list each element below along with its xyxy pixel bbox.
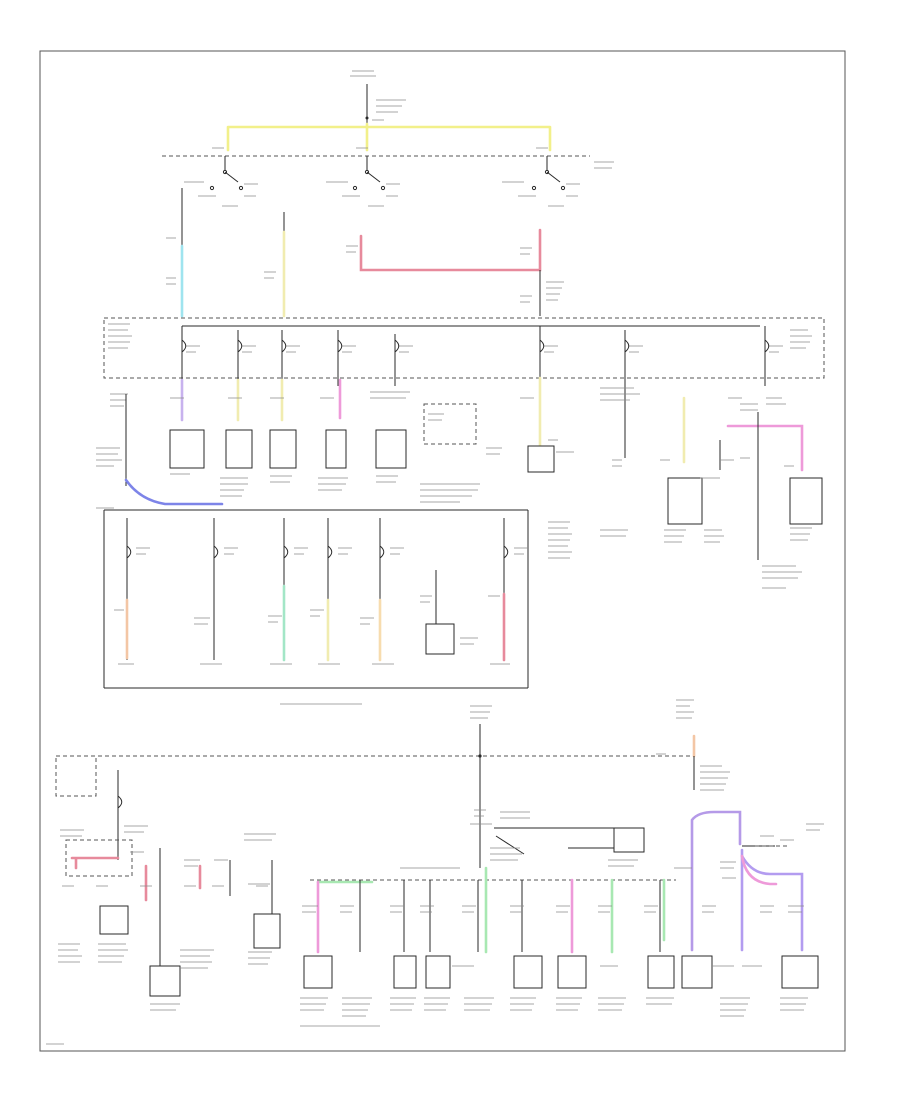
lower-power-distribution xyxy=(46,699,824,1045)
pink-red-wire xyxy=(359,228,542,272)
ignition-switch-section xyxy=(162,70,614,318)
upper-circuits xyxy=(96,376,823,589)
ignition-switch-contacts-center xyxy=(326,156,400,207)
diagram-border xyxy=(39,50,846,1052)
yellow-wire xyxy=(226,122,552,152)
ignition-switch-contacts-left xyxy=(184,156,258,207)
component-boxes-row1 xyxy=(169,386,823,560)
component-boxes-row2 xyxy=(303,955,819,989)
purple-wire xyxy=(690,810,742,952)
lighting-control-module xyxy=(103,509,529,705)
central-junction-box-upper xyxy=(103,317,825,386)
blue-wire xyxy=(124,478,224,506)
ignition-switch-contacts-right xyxy=(502,156,580,207)
fuse-group-upper xyxy=(181,326,783,386)
